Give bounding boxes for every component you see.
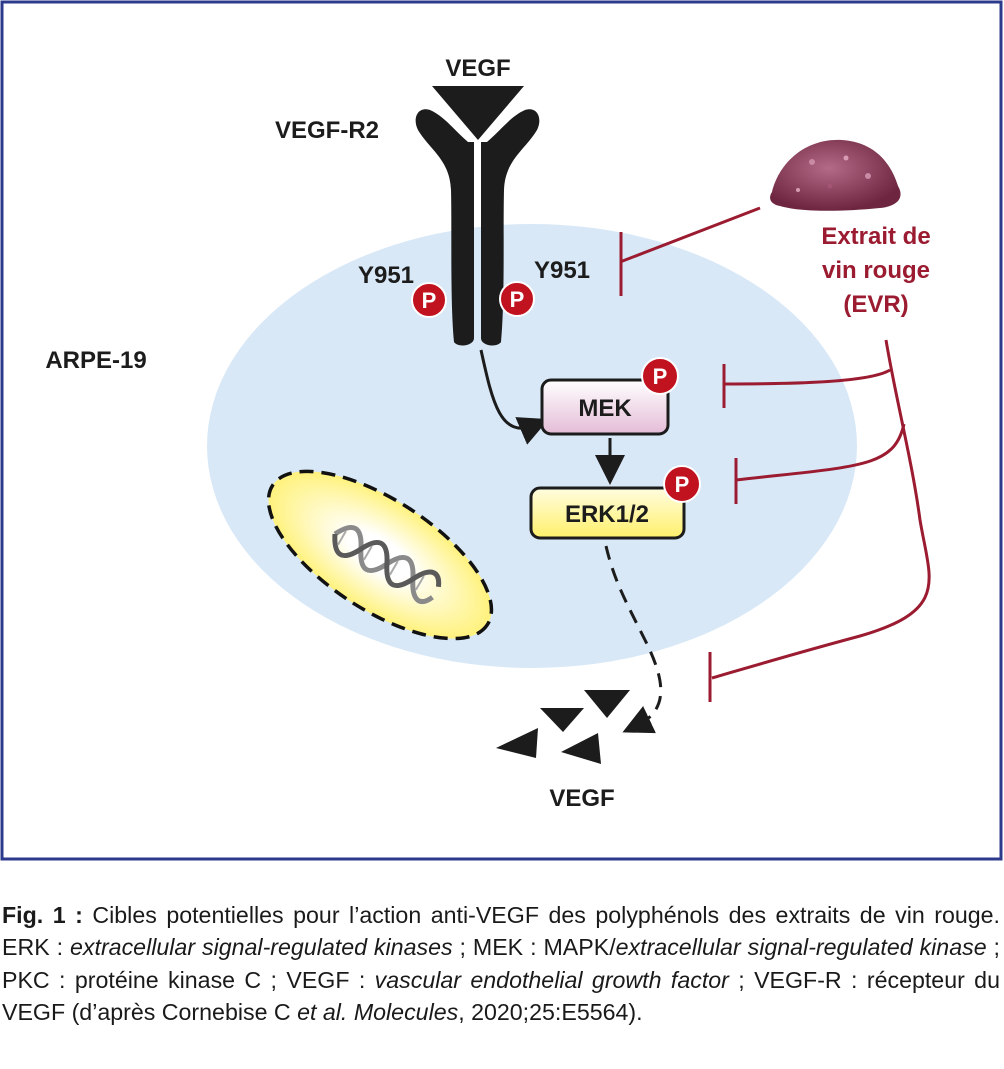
phospho-badge: P	[411, 282, 447, 318]
figure-caption: Fig. 1 : Cibles potentielles pour l’acti…	[2, 902, 1000, 1026]
cell-line-label: ARPE-19	[45, 347, 146, 374]
receptor-label: VEGF-R2	[275, 117, 379, 144]
svg-text:P: P	[510, 287, 525, 312]
vegf-bottom-label: VEGF	[549, 785, 614, 812]
red-wine-extract-powder-icon	[770, 139, 901, 211]
inhibition-bar	[708, 364, 738, 702]
nucleus	[266, 469, 494, 641]
svg-text:P: P	[653, 364, 668, 389]
evr-label-line1: Extrait de	[821, 223, 930, 250]
dna-helix-icon	[332, 524, 442, 604]
mek-box	[540, 378, 670, 436]
activation-arrow	[479, 349, 549, 445]
evr-label-line3: (EVR)	[843, 291, 908, 318]
evr-label-line2: vin rouge	[822, 257, 930, 284]
vegf-r2-receptor	[415, 109, 540, 346]
pathway-figure: VEGF VEGF-R2 Y951 Y951 ARPE-19 P P MEK P…	[0, 0, 1003, 861]
vegf-ligand-top	[432, 86, 524, 140]
vegf-secreted	[496, 690, 630, 764]
erk-label: ERK1/2	[565, 501, 649, 528]
svg-text:P: P	[422, 288, 437, 313]
vegf-top-label: VEGF	[445, 55, 510, 82]
svg-text:P: P	[675, 472, 690, 497]
y951-left-label: Y951	[358, 262, 414, 289]
y951-right-label: Y951	[534, 257, 590, 284]
mek-label: MEK	[578, 395, 632, 422]
inhibition-network	[711, 339, 931, 680]
caption-fig-label: Fig. 1 :	[2, 902, 83, 928]
phospho-badge: P	[499, 281, 535, 317]
phospho-badge: P	[663, 465, 701, 503]
inhibition-receptor	[619, 206, 761, 296]
phospho-badge: P	[641, 357, 679, 395]
erk-box	[529, 486, 686, 540]
secretion-arrow	[604, 545, 663, 734]
